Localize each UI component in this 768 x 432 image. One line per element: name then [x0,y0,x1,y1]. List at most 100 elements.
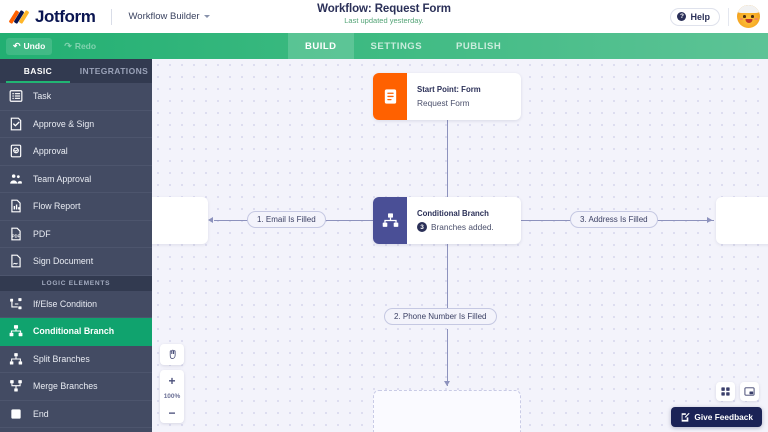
avatar-cheek-right [754,18,758,20]
header-separator [728,7,729,26]
team-approval-icon [8,171,23,186]
grid-four-squares-icon [721,387,730,396]
feedback-pencil-icon [682,412,691,422]
avatar-eye-right [751,15,754,18]
node-conditional-branch[interactable]: Conditional Branch 3 Branches added. [373,197,521,244]
sidebar-item-label: Approval [33,146,68,157]
sidebar-element-list: Task Approve & Sign Approval Team Approv… [0,83,152,432]
sidebar-item-label: Task [33,91,52,102]
sidebar-tab-basic[interactable]: BASIC [0,59,76,83]
zoom-out-button[interactable]: − [168,405,176,420]
arrow-right-branch-3 [707,216,712,223]
sidebar-item-sign-document[interactable]: Sign Document [0,248,152,276]
zoom-in-button[interactable]: + [168,373,176,388]
svg-text:PDF: PDF [11,233,20,238]
avatar-eye-left [743,15,746,18]
approval-icon [8,144,23,159]
conditional-branch-icon [8,324,23,339]
zoom-controls: + 100% − [160,344,184,423]
header-divider [111,8,113,25]
tab-settings[interactable]: SETTINGS [370,40,423,52]
product-switcher[interactable]: Workflow Builder [128,11,210,22]
sidebar-item-task[interactable]: Task [0,83,152,111]
sidebar-item-label: If/Else Condition [33,298,98,309]
help-button[interactable]: ? Help [670,7,720,26]
undo-label: Undo [23,41,46,51]
sidebar-tabs: BASIC INTEGRATIONS [0,59,152,83]
sidebar-item-label: Sign Document [33,256,94,267]
task-list-icon [8,89,23,104]
node-branch-2-placeholder[interactable] [373,390,521,432]
minimap-button[interactable] [740,382,759,401]
give-feedback-label: Give Feedback [694,412,753,422]
sidebar-tab-integrations[interactable]: INTEGRATIONS [79,66,149,76]
sidebar-item-approval[interactable]: Approval [0,138,152,166]
sidebar-item-conditional-branch[interactable]: Conditional Branch [0,318,152,346]
sidebar-item-label: PDF [33,228,51,239]
give-feedback-button[interactable]: Give Feedback [671,407,762,427]
sidebar-item-team-approval[interactable]: Team Approval [0,166,152,193]
sidebar-item-label: Team Approval [33,173,92,184]
branch-pill-2[interactable]: 2. Phone Number Is Filled [384,308,497,325]
node-description: 3 Branches added. [417,222,494,232]
sidebar-item-end[interactable]: End [0,401,152,428]
branch-pill-3[interactable]: 3. Address Is Filled [570,211,658,228]
sidebar-item-label: Conditional Branch [33,326,115,337]
edge-start-to-branch [447,120,448,220]
avatar[interactable] [737,5,760,28]
redo-icon: ↷ [64,40,72,51]
branch-pill-1[interactable]: 1. Email Is Filled [247,211,326,228]
sidebar-item-split-branches[interactable]: Split Branches [0,346,152,373]
sidebar-item-flow-report[interactable]: Flow Report [0,193,152,221]
history-buttons: ↶ Undo ↷ Redo [0,37,103,55]
redo-label: Redo [74,41,97,51]
undo-icon: ↶ [13,40,21,51]
jotform-logo-icon [8,8,30,25]
flow-report-icon [8,199,23,214]
node-description-text: Branches added. [431,222,494,232]
node-description: Request Form [417,98,470,108]
edge-branch-2-upper [447,244,448,309]
undo-button[interactable]: ↶ Undo [6,37,53,55]
sidebar-item-merge-branches[interactable]: Merge Branches [0,373,152,401]
node-title: Start Point: Form [417,85,481,94]
header-actions: ? Help [670,0,760,33]
zoom-level-box: + 100% − [160,370,184,423]
tab-build[interactable]: BUILD [288,33,354,59]
zoom-level-label: 100% [163,393,181,400]
grid-layout-button[interactable] [716,382,735,401]
tab-publish[interactable]: PUBLISH [456,40,502,52]
sidebar-item-label: Flow Report [33,201,81,212]
workflow-canvas[interactable]: Start Point: Form Request Form Condition… [152,59,768,432]
node-conditional-branch-body: Conditional Branch 3 Branches added. [407,197,504,244]
canvas-view-controls [716,382,759,401]
sidebar-item-approve-and-sign[interactable]: Approve & Sign [0,111,152,138]
arrow-left-branch-1 [208,216,213,223]
merge-branches-icon [8,379,23,394]
edge-branch-2-lower [447,329,448,386]
sidebar-item-if-else-condition[interactable]: If/Else Condition [0,291,152,318]
sidebar-item-label: Approve & Sign [33,118,95,129]
brand-area[interactable]: Jotform Workflow Builder [0,7,210,27]
sidebar-item-label: Split Branches [33,353,90,364]
arrow-down-branch-2 [443,381,450,386]
sidebar-item-pdf[interactable]: PDF PDF [0,221,152,248]
help-label: Help [690,11,710,22]
chevron-down-icon [203,15,210,18]
node-title: Conditional Branch [417,209,489,218]
if-else-icon [8,296,23,311]
pan-hand-icon[interactable] [160,344,184,365]
pan-tool-box [160,344,184,365]
top-header: Jotform Workflow Builder Workflow: Reque… [0,0,768,33]
node-branch-1-target[interactable] [152,197,208,244]
redo-button[interactable]: ↷ Redo [57,38,103,55]
node-start-point[interactable]: Start Point: Form Request Form [373,73,521,120]
left-sidebar: BASIC INTEGRATIONS Task Approve & Sign [0,59,152,432]
question-mark-icon: ? [677,12,687,21]
node-branch-3-target[interactable] [716,197,768,244]
branch-count-badge: 3 [417,222,427,232]
pdf-icon: PDF [8,226,23,241]
main-tabs: BUILD SETTINGS PUBLISH [288,33,518,59]
approve-sign-icon [8,116,23,131]
